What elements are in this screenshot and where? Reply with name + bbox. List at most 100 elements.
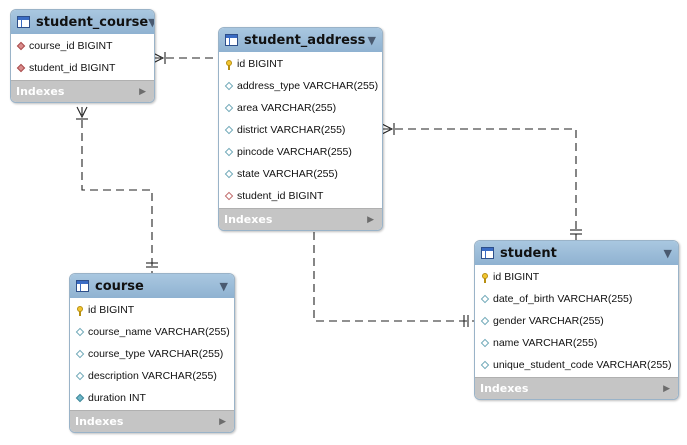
column-diamond-icon [480, 360, 490, 370]
column-name: gender [493, 315, 526, 327]
column-diamond-icon [224, 103, 234, 113]
column-name: id [493, 271, 502, 283]
relationship-line [313, 232, 475, 322]
column-name: student_id [29, 62, 78, 74]
column-name: unique_student_code [493, 359, 594, 371]
indexes-label: Indexes [480, 382, 529, 395]
dropdown-triangle-icon[interactable]: ▼ [148, 16, 154, 29]
table-header[interactable]: student ▼ [475, 241, 678, 265]
column-name: pincode [237, 146, 274, 158]
column-name: student_id [237, 190, 286, 202]
column-filled-diamond-icon [75, 393, 85, 403]
table-student[interactable]: student ▼ id BIGINT date_of_birth VARCHA… [474, 240, 679, 400]
column-diamond-icon [480, 294, 490, 304]
column-name: state [237, 168, 260, 180]
indexes-section[interactable]: Indexes ▶ [219, 208, 382, 230]
dropdown-triangle-icon[interactable]: ▼ [367, 33, 376, 47]
many-end-marker [381, 123, 394, 135]
column-type: BIGINT [77, 40, 113, 52]
column-row[interactable]: pincode VARCHAR(255) [219, 141, 382, 163]
column-row[interactable]: name VARCHAR(255) [475, 332, 678, 354]
column-name: description [88, 370, 139, 382]
table-student-address[interactable]: student_address ▼ id BIGINT address_type… [218, 27, 383, 231]
table-header[interactable]: course ▼ [70, 274, 234, 298]
expand-arrow-icon[interactable]: ▶ [219, 416, 226, 427]
column-name: id [237, 58, 246, 70]
column-diamond-icon [224, 169, 234, 179]
table-icon [481, 247, 494, 259]
column-row[interactable]: gender VARCHAR(255) [475, 310, 678, 332]
column-type: VARCHAR(255) [528, 315, 604, 327]
column-name: area [237, 102, 259, 114]
column-type: BIGINT [288, 190, 324, 202]
expand-arrow-icon[interactable]: ▶ [663, 383, 670, 394]
relationship-line [81, 107, 153, 274]
table-name: student [500, 245, 557, 261]
table-student-course[interactable]: student_course ▼ course_id BIGINT studen… [10, 9, 155, 103]
column-row[interactable]: duration INT [70, 387, 234, 409]
table-icon [17, 16, 30, 28]
column-name: course_id [29, 40, 75, 52]
column-type: VARCHAR(255) [303, 80, 379, 92]
column-diamond-icon [480, 316, 490, 326]
column-diamond-icon [75, 327, 85, 337]
column-type: VARCHAR(255) [596, 359, 672, 371]
dropdown-triangle-icon[interactable]: ▼ [219, 279, 228, 293]
column-diamond-icon [224, 81, 234, 91]
column-row[interactable]: course_id BIGINT [11, 35, 154, 57]
column-row[interactable]: state VARCHAR(255) [219, 163, 382, 185]
column-name: address_type [237, 80, 301, 92]
column-row[interactable]: unique_student_code VARCHAR(255) [475, 354, 678, 376]
column-row[interactable]: district VARCHAR(255) [219, 119, 382, 141]
column-type: VARCHAR(255) [522, 337, 598, 349]
column-diamond-icon [75, 371, 85, 381]
indexes-label: Indexes [224, 213, 273, 226]
indexes-section[interactable]: Indexes ▶ [70, 410, 234, 432]
fk-diamond-icon [16, 41, 26, 51]
column-name: district [237, 124, 268, 136]
table-header[interactable]: student_course ▼ [11, 10, 154, 34]
table-name: student_course [36, 14, 149, 30]
primary-key-icon [75, 305, 85, 316]
column-row[interactable]: date_of_birth VARCHAR(255) [475, 288, 678, 310]
column-type: BIGINT [504, 271, 540, 283]
column-row[interactable]: course_name VARCHAR(255) [70, 321, 234, 343]
indexes-label: Indexes [16, 85, 65, 98]
expand-arrow-icon[interactable]: ▶ [367, 214, 374, 225]
column-type: VARCHAR(255) [270, 124, 346, 136]
column-diamond-icon [480, 338, 490, 348]
column-row[interactable]: id BIGINT [70, 299, 234, 321]
fk-diamond-icon [224, 191, 234, 201]
column-row[interactable]: id BIGINT [475, 266, 678, 288]
column-row[interactable]: address_type VARCHAR(255) [219, 75, 382, 97]
column-type: VARCHAR(255) [148, 348, 224, 360]
column-row[interactable]: area VARCHAR(255) [219, 97, 382, 119]
column-row[interactable]: description VARCHAR(255) [70, 365, 234, 387]
column-row[interactable]: student_id BIGINT [219, 185, 382, 207]
column-row[interactable]: student_id BIGINT [11, 57, 154, 79]
table-name: course [95, 278, 144, 294]
column-diamond-icon [224, 125, 234, 135]
column-row[interactable]: id BIGINT [219, 53, 382, 75]
many-end-marker [76, 106, 88, 119]
column-name: id [88, 304, 97, 316]
indexes-label: Indexes [75, 415, 124, 428]
column-type: VARCHAR(255) [262, 168, 338, 180]
column-type: BIGINT [248, 58, 284, 70]
column-name: date_of_birth [493, 293, 555, 305]
column-type: INT [128, 392, 146, 404]
column-row[interactable]: course_type VARCHAR(255) [70, 343, 234, 365]
column-type: VARCHAR(255) [154, 326, 230, 338]
column-diamond-icon [75, 349, 85, 359]
fk-diamond-icon [16, 63, 26, 73]
indexes-section[interactable]: Indexes ▶ [475, 377, 678, 399]
primary-key-icon [224, 59, 234, 70]
table-header[interactable]: student_address ▼ [219, 28, 382, 52]
table-name: student_address [244, 32, 366, 48]
dropdown-triangle-icon[interactable]: ▼ [663, 246, 672, 260]
indexes-section[interactable]: Indexes ▶ [11, 80, 154, 102]
column-type: VARCHAR(255) [276, 146, 352, 158]
column-diamond-icon [224, 147, 234, 157]
expand-arrow-icon[interactable]: ▶ [139, 86, 146, 97]
table-course[interactable]: course ▼ id BIGINT course_name VARCHAR(2… [69, 273, 235, 433]
